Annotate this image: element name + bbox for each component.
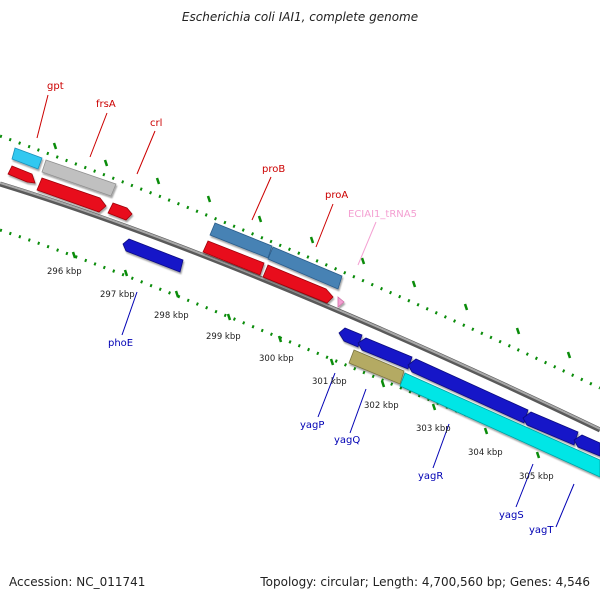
ruler-label: 298 kbp xyxy=(154,311,189,321)
ruler-label: 302 kbp xyxy=(364,401,399,411)
ruler-tick xyxy=(535,451,541,459)
leader-phoE xyxy=(121,291,138,336)
leader-frsA xyxy=(89,112,108,158)
ruler-tick xyxy=(226,313,232,321)
ruler-tick xyxy=(380,380,386,388)
leader-trna xyxy=(357,221,377,266)
gene-yagS-feature[interactable] xyxy=(522,411,579,446)
genome-backbone xyxy=(0,181,600,433)
gene-yagQ-cds-feature[interactable] xyxy=(357,337,413,370)
ruler-tick xyxy=(103,159,109,167)
leader-yagT xyxy=(555,483,575,528)
ruler-tick xyxy=(206,195,212,203)
leader-proA xyxy=(315,203,334,248)
cds-proA-feature[interactable] xyxy=(262,264,334,304)
gene-label-yagT[interactable]: yagT xyxy=(529,525,554,536)
gene-label-yagQ[interactable]: yagQ xyxy=(334,435,360,446)
ruler-tick xyxy=(329,358,335,366)
gene-label-phoE[interactable]: phoE xyxy=(108,338,133,349)
gene-label-gpt[interactable]: gpt xyxy=(47,81,64,92)
ruler-tick xyxy=(483,427,489,435)
cds-frsA-feature[interactable] xyxy=(36,177,107,213)
ruler-tick xyxy=(360,257,366,265)
leader-yagR xyxy=(432,423,450,469)
ruler-label: 303 kbp xyxy=(416,424,451,434)
gene-label-yagP[interactable]: yagP xyxy=(300,420,324,431)
leader-yagQ xyxy=(349,388,367,434)
ruler-tick xyxy=(515,327,521,335)
gene-label-yagR[interactable]: yagR xyxy=(418,471,443,482)
ruler-label: 301 kbp xyxy=(312,377,347,387)
gene-proA-feature[interactable] xyxy=(267,246,343,290)
leader-proB xyxy=(251,176,272,221)
ruler-tick xyxy=(277,335,283,343)
gene-label-crl[interactable]: crl xyxy=(150,118,162,129)
ruler-label: 304 kbp xyxy=(468,448,503,458)
leader-crl xyxy=(136,130,156,175)
gene-label-frsA[interactable]: frsA xyxy=(96,99,116,110)
gene-yagR-feature[interactable] xyxy=(399,372,600,478)
ruler-tick xyxy=(411,280,417,288)
ruler-label: 296 kbp xyxy=(47,267,82,277)
gene-labels: gpt frsA crl proB proA ECIAI1_tRNA5 phoE… xyxy=(47,81,554,536)
ruler-label: 299 kbp xyxy=(206,332,241,342)
leader-yagP xyxy=(317,372,336,418)
gene-yagT-feature[interactable] xyxy=(573,434,600,457)
ruler-major-ticks xyxy=(52,142,572,459)
label-leaders xyxy=(36,94,575,528)
accession-text: Accession: NC_011741 xyxy=(9,575,146,589)
cds-gpt-feature[interactable] xyxy=(7,165,36,184)
map-title: Escherichia coli IAI1, complete genome xyxy=(181,10,419,24)
leader-gpt xyxy=(36,94,49,139)
genome-summary-text: Topology: circular; Length: 4,700,560 bp… xyxy=(260,575,590,589)
ruler-tick xyxy=(155,177,161,185)
ruler-tick xyxy=(174,290,180,298)
gene-label-yagS[interactable]: yagS xyxy=(499,510,524,521)
ruler-tick xyxy=(257,215,263,223)
gene-yagP-feature[interactable] xyxy=(338,327,363,348)
ruler-label: 297 kbp xyxy=(100,290,135,300)
cds-proB-feature[interactable] xyxy=(202,240,265,276)
gene-gpt-feature[interactable] xyxy=(11,147,43,170)
gene-label-proB[interactable]: proB xyxy=(262,164,285,175)
gene-label-proA[interactable]: proA xyxy=(325,190,348,201)
trna-feature[interactable] xyxy=(337,296,345,308)
gene-label-trna[interactable]: ECIAI1_tRNA5 xyxy=(348,209,417,220)
ruler-tick xyxy=(123,269,129,277)
ruler-tick xyxy=(463,303,469,311)
ruler-label: 300 kbp xyxy=(259,354,294,364)
gene-yagQ-feature[interactable] xyxy=(348,349,405,385)
ruler-label: 305 kbp xyxy=(519,472,554,482)
ruler-tick xyxy=(431,403,437,411)
outer-dotted-track xyxy=(0,134,600,390)
cds-crl-feature[interactable] xyxy=(107,202,133,221)
ruler-tick xyxy=(566,351,572,359)
ruler-tick xyxy=(52,142,58,150)
gene-phoE-feature[interactable] xyxy=(122,238,184,273)
ruler-tick xyxy=(309,236,315,244)
gene-frsA-feature[interactable] xyxy=(41,159,117,197)
gene-yagR-cds-feature[interactable] xyxy=(407,358,529,424)
ruler-labels: 296 kbp 297 kbp 298 kbp 299 kbp 300 kbp … xyxy=(47,267,554,482)
leader-yagS xyxy=(515,463,534,508)
ruler-tick xyxy=(71,251,77,259)
